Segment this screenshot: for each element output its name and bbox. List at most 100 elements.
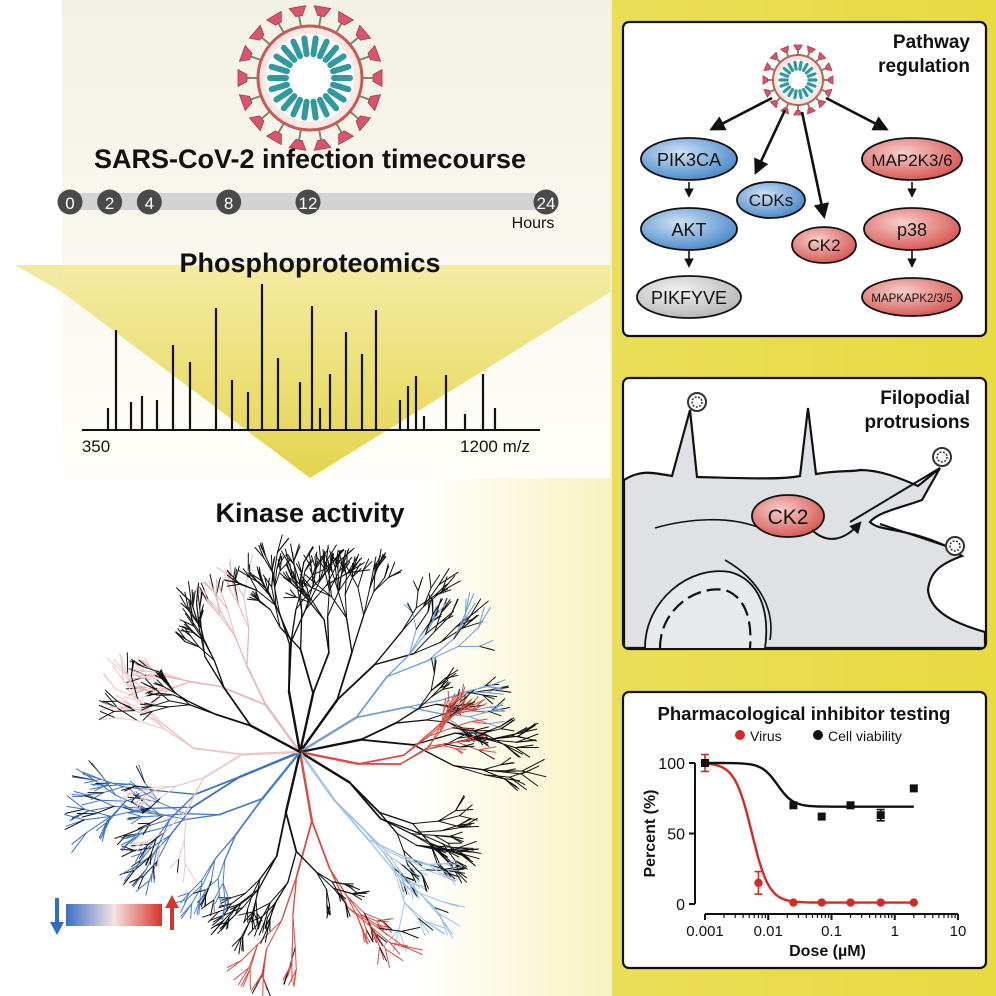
tree-branch: [488, 706, 506, 712]
tree-branch: [102, 819, 111, 835]
timepoint-marker: [533, 189, 559, 215]
tree-branch: [355, 676, 388, 719]
tree-branch: [298, 750, 337, 802]
tree-branch: [177, 892, 190, 898]
data-point: [817, 898, 826, 907]
virus-spike: [265, 130, 282, 146]
tree-branch: [154, 700, 170, 706]
virus-particle-icon: [687, 392, 707, 412]
virus-rna-segment: [327, 87, 347, 103]
tree-branch: [281, 550, 290, 565]
data-point: [876, 898, 885, 907]
tree-branch: [413, 630, 436, 655]
tree-branch: [230, 892, 246, 905]
tree-branch: [388, 569, 403, 578]
funnel-arrow: [62, 265, 610, 478]
tree-branch: [293, 564, 301, 583]
tree-branch: [352, 563, 361, 578]
tree-branch: [336, 663, 376, 701]
tree-branch: [155, 674, 166, 682]
tree-branch: [274, 604, 281, 628]
tree-branch: [183, 810, 187, 841]
tree-branch: [274, 570, 281, 588]
y-axis-label: Percent (%): [642, 789, 659, 877]
tree-branch: [143, 689, 167, 692]
tree-branch: [193, 625, 205, 642]
tree-branch: [384, 565, 390, 579]
tree-branch: [328, 574, 332, 598]
tree-branch: [218, 893, 222, 905]
virus-spike: [248, 115, 265, 132]
tree-branch: [287, 963, 292, 978]
tree-branch: [130, 843, 149, 847]
tree-branch: [271, 569, 276, 588]
tree-branch: [449, 697, 459, 707]
tree-branch: [223, 687, 252, 727]
tree-branch: [382, 851, 395, 869]
tree-branch: [425, 719, 450, 723]
tree-branch: [303, 546, 314, 563]
tree-branch: [210, 899, 215, 917]
virus-spike: [238, 44, 253, 62]
timepoint-label: 2: [105, 194, 114, 213]
tree-branch: [186, 883, 204, 900]
tree-branch: [66, 795, 85, 810]
tree-branch: [208, 580, 217, 595]
node-akt-label: AKT: [671, 220, 706, 240]
tree-branch: [89, 785, 108, 790]
tree-branch: [138, 822, 151, 830]
tree-branch: [477, 607, 491, 629]
tree-branch: [169, 793, 196, 820]
tree-branch: [459, 815, 478, 821]
tree-branch: [251, 878, 261, 896]
tree-branch: [228, 588, 239, 605]
tree-branch: [184, 623, 194, 633]
tree-branch: [265, 917, 268, 930]
legend-gradient-bar: [66, 904, 162, 926]
tree-branch: [500, 728, 515, 732]
tree-branch: [298, 716, 358, 754]
tree-branch: [178, 633, 186, 643]
tree-branch: [433, 834, 453, 838]
tree-branch: [401, 930, 419, 939]
tree-branch: [135, 796, 146, 803]
ck2-arrow: [811, 521, 862, 540]
tree-branch: [413, 580, 419, 592]
tree-branch: [446, 872, 460, 878]
tree-branch: [262, 920, 266, 933]
tree-branch: [201, 858, 216, 881]
tree-branch: [247, 894, 253, 910]
tree-branch: [341, 562, 346, 575]
tree-branch: [255, 878, 261, 901]
tree-branch: [477, 749, 497, 753]
tree-branch: [65, 808, 85, 814]
tree-branch: [233, 967, 250, 981]
tree-branch: [379, 817, 418, 833]
tree-branch: [443, 745, 456, 749]
filopodia-title-line1: Filopodial: [880, 388, 970, 409]
node-cdks: CDKs: [736, 181, 806, 219]
tree-branch: [451, 709, 472, 716]
tree-branch: [326, 544, 337, 562]
timepoint-marker: [97, 189, 123, 215]
virus-rna-segment: [793, 89, 798, 100]
tree-branch: [436, 845, 455, 853]
tree-branch: [346, 884, 358, 894]
tree-branch: [427, 638, 455, 662]
tree-branch: [465, 686, 488, 693]
tree-branch: [283, 572, 293, 584]
tree-branch: [140, 703, 153, 707]
tree-branch: [424, 920, 446, 934]
tree-branch: [351, 614, 365, 653]
tree-branch: [331, 881, 348, 886]
tree-branch: [478, 639, 494, 647]
node-mapkapk-label: MAPKAPK2/3/5: [871, 293, 952, 305]
tree-branch: [424, 743, 446, 751]
tree-branch: [132, 868, 147, 888]
tree-branch: [145, 678, 156, 690]
tree-branch: [222, 882, 226, 904]
tree-branch: [135, 841, 148, 852]
tree-branch: [273, 552, 278, 576]
tree-branch: [373, 653, 415, 666]
